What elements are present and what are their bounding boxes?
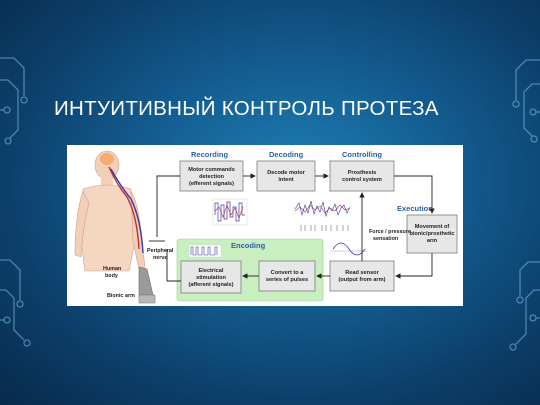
box-decode-intent-line1: Decode motor — [267, 170, 305, 176]
slide-title: ИНТУИТИВНЫЙ КОНТРОЛЬ ПРОТЕЗА — [54, 97, 439, 120]
box-movement: Movement of bionic/prosthetic arm — [406, 214, 458, 254]
box-movement-line3: arm — [427, 238, 437, 244]
sensor-signal-plot — [331, 242, 367, 256]
label-peripheral-nerve-line1: Peripheral — [147, 248, 174, 254]
box-prosthesis-control: Prosthesis control system — [329, 160, 395, 192]
circuit-decoration-right — [509, 59, 540, 351]
box-decode-intent-line2: intent — [278, 177, 293, 183]
box-convert-pulses-line2: series of pulses — [266, 277, 308, 283]
box-convert-pulses: Convert to a series of pulses — [258, 260, 316, 292]
section-decoding: Decoding — [269, 150, 304, 159]
section-recording: Recording — [191, 150, 229, 159]
decoded-signal-plot — [294, 200, 351, 231]
diagram-canvas: Recording Decoding Controlling Execution… — [74, 150, 458, 304]
box-prosthesis-control-line2: control system — [342, 177, 382, 183]
box-decode-intent: Decode motor intent — [256, 160, 316, 192]
box-read-sensor-line2: (output from arm) — [339, 277, 386, 283]
box-electrical-stimulation-line2: stimulation — [196, 275, 226, 281]
flow-arrows — [149, 173, 435, 282]
section-execution: Execution — [397, 204, 433, 213]
box-movement-line2: bionic/prosthetic — [409, 231, 454, 237]
label-bionic-arm: Bionic arm — [107, 293, 135, 299]
afferent-signal-plot — [188, 244, 222, 258]
section-controlling: Controlling — [342, 150, 382, 159]
box-convert-pulses-line1: Convert to a — [271, 270, 305, 276]
label-human-body-line1: Human — [103, 266, 121, 272]
human-body-illustration — [74, 150, 156, 304]
box-motor-commands-line2: detection — [199, 174, 224, 180]
box-motor-commands-line3: (efferent signals) — [189, 181, 234, 187]
box-electrical-stimulation-line1: Electrical — [199, 268, 224, 274]
box-electrical-stimulation: Electrical stimulation (afferent signals… — [180, 260, 242, 294]
box-motor-commands-line1: Motor commands — [188, 167, 235, 173]
label-force-pressure-line2: sensation — [373, 236, 398, 242]
section-encoding: Encoding — [231, 241, 266, 250]
label-peripheral-nerve-line2: nerve — [153, 255, 167, 261]
box-motor-commands: Motor commands detection (efferent signa… — [179, 160, 244, 192]
box-electrical-stimulation-line3: (afferent signals) — [188, 282, 233, 288]
prosthesis-control-diagram: Recording Decoding Controlling Execution… — [67, 145, 463, 306]
box-movement-line1: Movement of — [415, 224, 450, 230]
box-read-sensor-line1: Read sensor — [345, 270, 379, 276]
circuit-decoration-left — [0, 57, 31, 347]
label-human-body-line2: body — [105, 273, 118, 279]
box-prosthesis-control-line1: Prosthesis — [348, 170, 377, 176]
label-force-pressure-line1: Force / pressure — [369, 229, 411, 235]
efferent-signal-plot — [212, 198, 248, 226]
box-read-sensor: Read sensor (output from arm) — [329, 260, 395, 292]
